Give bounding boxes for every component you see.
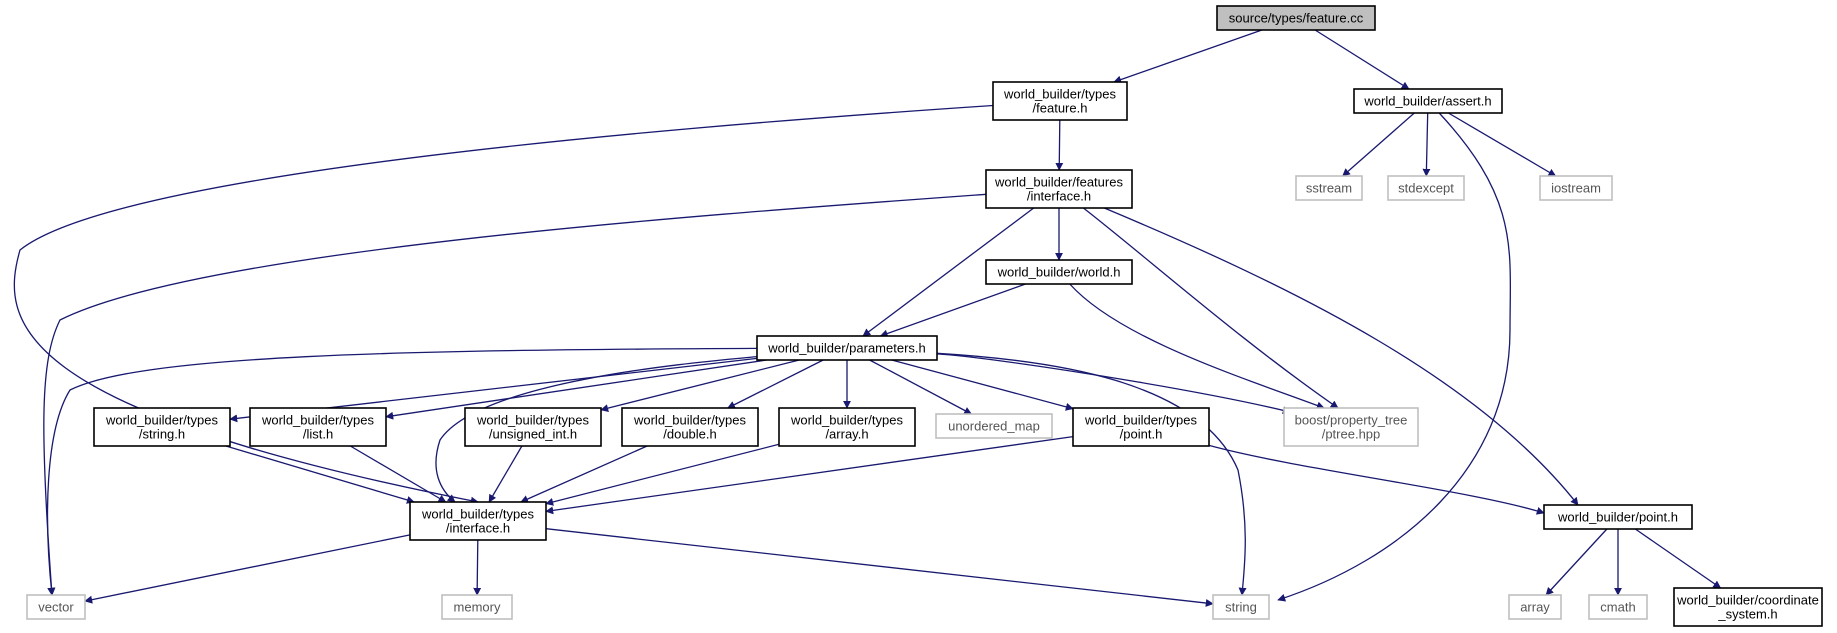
node-unordered-map: unordered_map [935, 413, 1053, 439]
node-types-unsigned[interactable]: world_builder/types/unsigned_int.h [464, 407, 602, 447]
node-label: world_builder/types [790, 413, 904, 428]
node-types-double[interactable]: world_builder/types/double.h [621, 407, 759, 447]
node-types-interface[interactable]: world_builder/types/interface.h [409, 501, 547, 541]
edge-types_interface-to-memory [473, 539, 482, 596]
node-types-list[interactable]: world_builder/types/list.h [249, 407, 387, 447]
edge-parameters-to-types_double [727, 359, 824, 409]
node-parameters[interactable]: world_builder/parameters.h [756, 335, 938, 361]
edge-world-to-ptree [1069, 283, 1325, 410]
node-label: /interface.h [1027, 189, 1091, 204]
edge-types_feature-to-types_interface [13, 104, 994, 505]
node-label: vector [38, 600, 74, 615]
node-label: memory [454, 600, 501, 615]
node-label: world_builder/parameters.h [767, 341, 926, 356]
edge-feature_cc-to-assert [1314, 29, 1410, 90]
edge-types_interface-to-string [545, 528, 1214, 607]
node-iostream: iostream [1539, 175, 1613, 201]
node-label: world_builder/features [994, 175, 1123, 190]
node-label: world_builder/world.h [997, 265, 1121, 280]
edge-assert-to-iostream [1448, 112, 1557, 177]
node-feature-cc[interactable]: source/types/feature.cc [1216, 5, 1376, 31]
node-label: world_builder/types [105, 413, 219, 428]
edge-types_string-to-types_interface [225, 445, 415, 504]
node-sstream: sstream [1295, 175, 1363, 201]
node-types-point[interactable]: world_builder/types/point.h [1072, 407, 1210, 447]
node-string: string [1212, 594, 1270, 620]
edge-types_point-to-point [1208, 444, 1545, 515]
node-coordinate-system[interactable]: world_builder/coordinate_system.h [1673, 587, 1823, 627]
edge-types_array-to-types_interface [545, 443, 780, 506]
edge-layer [13, 29, 1722, 607]
node-label: world_builder/types [633, 413, 747, 428]
node-types-feature[interactable]: world_builder/types/feature.h [992, 81, 1128, 121]
node-label: /interface.h [446, 521, 510, 536]
node-label: boost/property_tree [1295, 413, 1408, 428]
node-label: string [1225, 600, 1257, 615]
node-label: world_builder/types [1084, 413, 1198, 428]
node-label: /ptree.hpp [1322, 427, 1381, 442]
edge-types_double-to-types_interface [520, 445, 648, 503]
node-label: world_builder/coordinate [1676, 593, 1819, 608]
node-label: /double.h [663, 427, 717, 442]
edge-types_interface-to-vector [84, 534, 411, 604]
edge-parameters-to-unordered_map [869, 359, 973, 415]
edge-assert-to-sstream [1342, 112, 1415, 177]
edge-types_point-to-types_interface [545, 435, 1074, 515]
node-label: world_builder/types [1003, 87, 1117, 102]
node-features-interface[interactable]: world_builder/features/interface.h [985, 169, 1133, 209]
edge-features_interface-to-point [1104, 207, 1579, 506]
edge-world-to-parameters [879, 283, 1026, 338]
node-label: _system.h [1717, 607, 1777, 622]
node-label: world_builder/point.h [1557, 510, 1678, 525]
node-types-string[interactable]: world_builder/types/string.h [93, 407, 231, 447]
node-ptree: boost/property_tree/ptree.hpp [1283, 407, 1419, 447]
node-label: /unsigned_int.h [489, 427, 577, 442]
node-label: cmath [1600, 600, 1635, 615]
edge-parameters-to-ptree [936, 353, 1291, 415]
node-label: world_builder/types [261, 413, 375, 428]
node-label: /list.h [303, 427, 333, 442]
node-label: iostream [1551, 181, 1601, 196]
edge-types_feature-to-features_interface [1055, 119, 1064, 171]
edge-parameters-to-string [936, 352, 1247, 596]
edge-point-to-array [1545, 528, 1608, 596]
node-point[interactable]: world_builder/point.h [1543, 504, 1693, 530]
node-label: source/types/feature.cc [1229, 11, 1364, 26]
node-label: world_builder/types [476, 413, 590, 428]
node-label: stdexcept [1398, 181, 1454, 196]
edge-features_interface-to-parameters [862, 207, 1035, 337]
edge-parameters-to-types_unsigned [600, 359, 800, 413]
edge-feature_cc-to-types_feature [1113, 29, 1263, 84]
node-label: unordered_map [948, 419, 1040, 434]
edge-parameters-to-vector [46, 347, 758, 596]
node-types-array[interactable]: world_builder/types/array.h [778, 407, 916, 447]
node-label: world_builder/assert.h [1363, 94, 1491, 109]
edge-types_list-to-types_interface [349, 445, 447, 503]
node-label: /feature.h [1033, 101, 1088, 116]
node-stdexcept: stdexcept [1387, 175, 1465, 201]
node-array: array [1508, 594, 1562, 620]
edge-parameters-to-types_list [385, 359, 767, 420]
node-assert[interactable]: world_builder/assert.h [1353, 88, 1503, 114]
node-label: sstream [1306, 181, 1352, 196]
edge-assert-to-stdexcept [1422, 112, 1431, 177]
node-cmath: cmath [1588, 594, 1648, 620]
node-vector: vector [26, 594, 86, 620]
node-memory: memory [441, 594, 513, 620]
edge-features_interface-to-ptree [1082, 207, 1339, 409]
node-label: world_builder/types [421, 507, 535, 522]
edge-features_interface-to-vector [43, 193, 987, 596]
node-label: /string.h [139, 427, 185, 442]
edge-types_unsigned-to-types_interface [488, 445, 523, 503]
node-world[interactable]: world_builder/world.h [985, 259, 1133, 285]
edge-point-to-coordinate_system [1634, 528, 1722, 589]
edge-assert-to-string [1277, 112, 1512, 602]
node-label: /point.h [1120, 427, 1163, 442]
node-layer: source/types/feature.cc world_builder/typ… [26, 5, 1823, 627]
node-label: /array.h [825, 427, 868, 442]
edge-parameters-to-types_point [891, 359, 1074, 411]
node-label: array [1520, 600, 1550, 615]
